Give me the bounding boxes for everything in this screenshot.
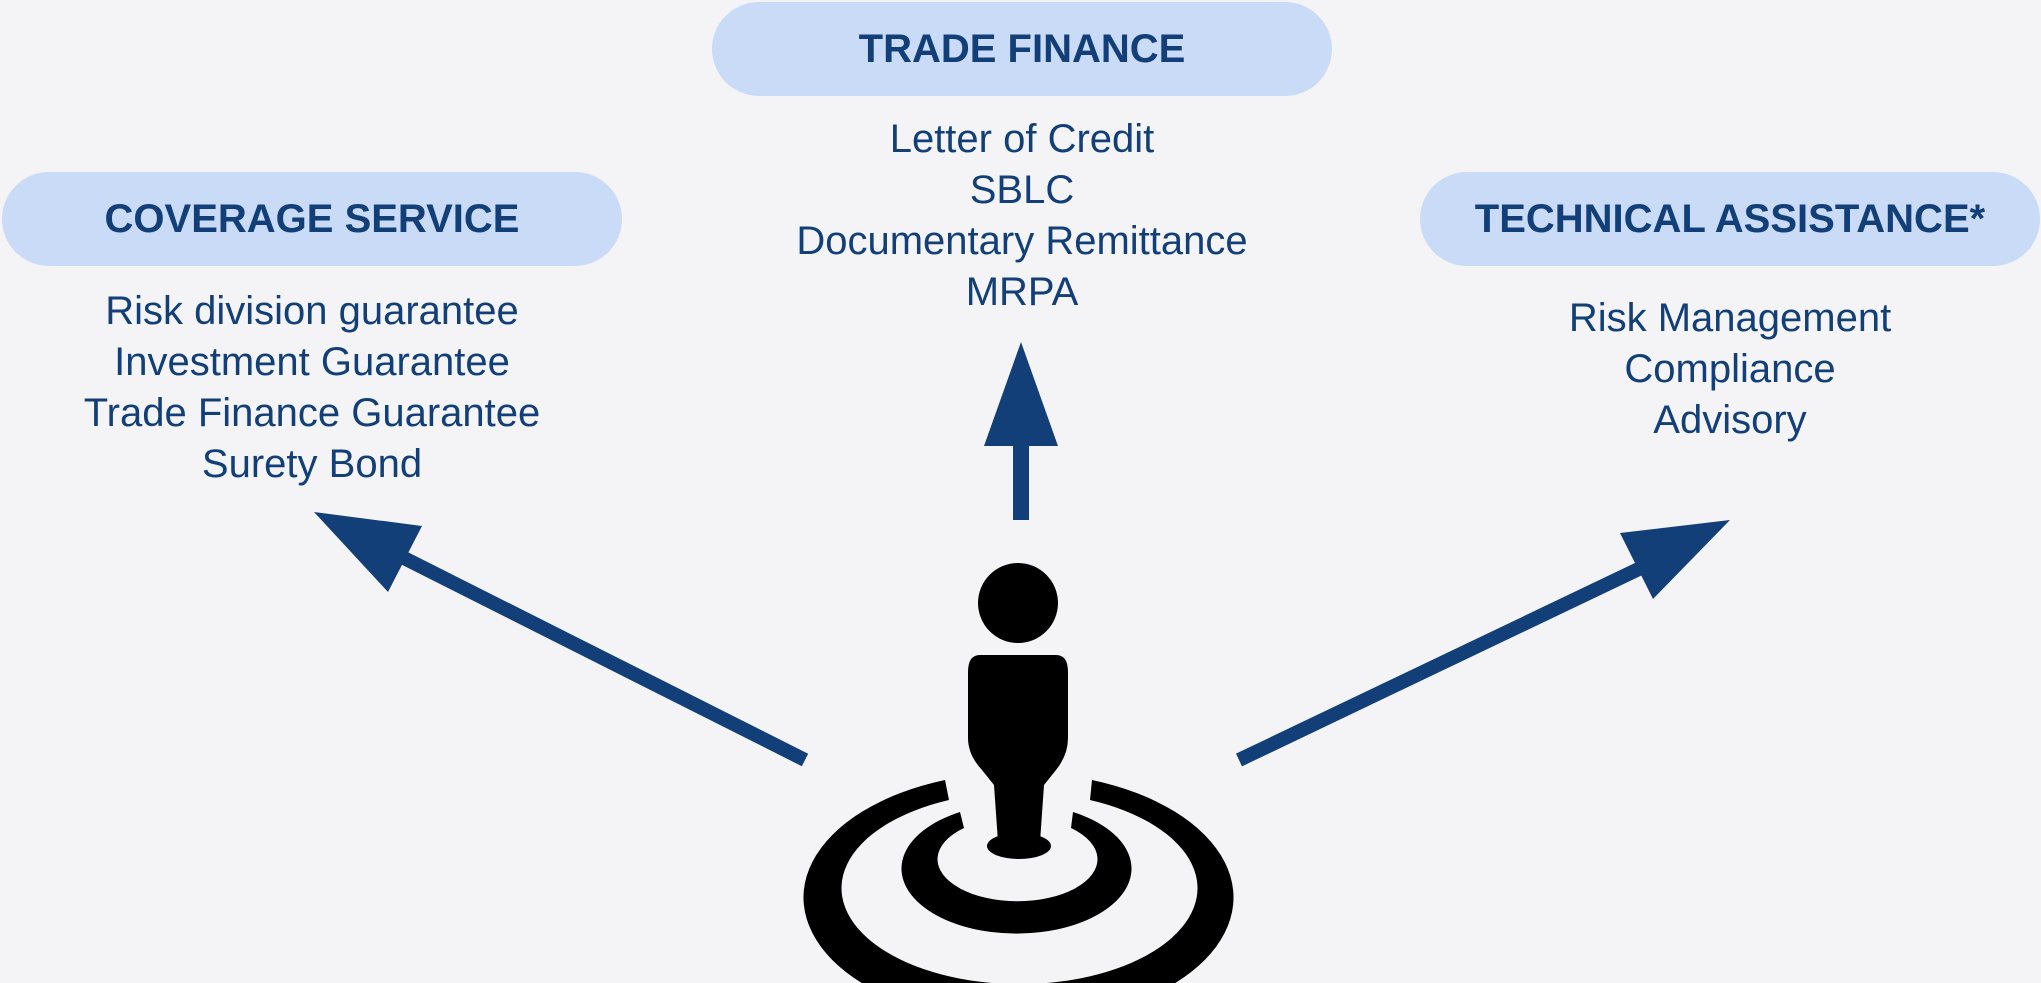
list-item: SBLC bbox=[969, 168, 1075, 212]
list-item: Investment Guarantee bbox=[114, 340, 510, 384]
trade-finance-title: TRADE FINANCE bbox=[858, 26, 1186, 71]
list-item: MRPA bbox=[965, 270, 1079, 314]
list-item: Risk division guarantee bbox=[105, 289, 519, 333]
list-item: Risk Management bbox=[1568, 296, 1892, 340]
trade-finance-list: Letter of Credit SBLC Documentary Remitt… bbox=[722, 114, 1322, 318]
arrow-to-technical-assistance bbox=[1235, 520, 1730, 767]
coverage-service-list: Risk division guarantee Investment Guara… bbox=[12, 286, 612, 490]
coverage-service-pill: COVERAGE SERVICE bbox=[2, 172, 622, 266]
technical-assistance-list: Risk Management Compliance Advisory bbox=[1430, 293, 2030, 446]
trade-finance-pill: TRADE FINANCE bbox=[712, 2, 1332, 96]
arrow-to-trade-finance bbox=[984, 342, 1058, 520]
arrow-to-coverage-service bbox=[314, 512, 809, 767]
list-item: Trade Finance Guarantee bbox=[83, 391, 541, 435]
list-item: Letter of Credit bbox=[889, 117, 1155, 161]
person-target-icon bbox=[803, 563, 1234, 983]
list-item: Surety Bond bbox=[201, 442, 423, 486]
coverage-service-title: COVERAGE SERVICE bbox=[104, 196, 520, 241]
list-item: Documentary Remittance bbox=[796, 219, 1248, 263]
technical-assistance-title: TECHNICAL ASSISTANCE* bbox=[1474, 196, 1986, 241]
list-item: Advisory bbox=[1653, 398, 1807, 442]
technical-assistance-pill: TECHNICAL ASSISTANCE* bbox=[1420, 172, 2040, 266]
list-item: Compliance bbox=[1624, 347, 1836, 391]
